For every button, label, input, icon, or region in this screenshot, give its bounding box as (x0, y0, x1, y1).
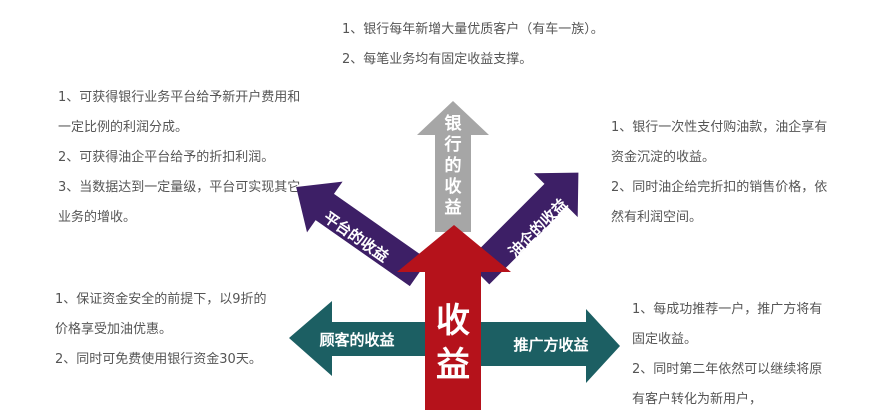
top-arrow-label: 银行的收益 (444, 113, 463, 218)
promoter-benefit-line: 2、同时第二年依然可以继续将原 (632, 362, 823, 377)
promoter-benefit-line: 有客户转化为新用户， (632, 392, 763, 407)
center-arrow-label: 收益 (436, 301, 470, 385)
right-up-arrow-shape (466, 172, 579, 285)
oil-benefit-line: 资金沉淀的收益。 (611, 150, 716, 165)
left-up-purple-arrow (296, 181, 429, 287)
bank-benefit-line: 2、每笔业务均有固定收益支撑。 (342, 52, 533, 67)
platform-benefits-text: 1、可获得银行业务平台给予新开户费用和 一定比例的利润分成。 2、可获得油企平台… (58, 83, 300, 233)
bank-benefit-line: 1、银行每年新增大量优质客户（有车一族）。 (342, 22, 604, 37)
platform-benefit-line: 3、当数据达到一定量级，平台可实现其它 (58, 180, 301, 195)
right-up-purple-arrow (466, 172, 579, 285)
left-arrow-label: 顾客的收益 (319, 331, 394, 349)
platform-benefit-line: 业务的增收。 (58, 210, 137, 225)
platform-benefit-line: 1、可获得银行业务平台给予新开户费用和 (58, 90, 301, 105)
platform-benefit-line: 一定比例的利润分成。 (58, 120, 189, 135)
promoter-benefits-text: 1、每成功推荐一户，推广方将有 固定收益。 2、同时第二年依然可以继续将原 有客… (632, 295, 822, 415)
top-gray-arrow (417, 101, 489, 232)
center-red-arrow (397, 225, 511, 410)
customer-benefits-text: 1、保证资金安全的前提下，以9折的 价格享受加油优惠。 2、同时可免费使用银行资… (55, 285, 267, 375)
right-arrow-label: 推广方收益 (513, 336, 588, 354)
right-teal-arrow (476, 309, 620, 383)
platform-benefit-line: 2、可获得油企平台给予的折扣利润。 (58, 150, 275, 165)
oil-benefits-text: 1、银行一次性支付购油款，油企享有 资金沉淀的收益。 2、同时油企给完折扣的销售… (611, 113, 827, 233)
customer-benefit-line: 价格享受加油优惠。 (55, 322, 173, 337)
left-up-arrow-shape (296, 181, 429, 287)
promoter-benefit-line: 1、每成功推荐一户，推广方将有 (632, 302, 823, 317)
left-teal-arrow (289, 301, 436, 376)
oil-benefit-line: 1、银行一次性支付购油款，油企享有 (611, 120, 828, 135)
customer-benefit-line: 2、同时可免费使用银行资金30天。 (55, 352, 262, 367)
oil-benefit-line: 然有利润空间。 (611, 210, 703, 225)
bank-benefits-text: 1、银行每年新增大量优质客户（有车一族）。 2、每笔业务均有固定收益支撑。 (342, 15, 604, 75)
customer-benefit-line: 1、保证资金安全的前提下，以9折的 (55, 292, 267, 307)
promoter-benefit-line: 固定收益。 (632, 332, 698, 347)
oil-benefit-line: 2、同时油企给完折扣的销售价格，依 (611, 180, 828, 195)
